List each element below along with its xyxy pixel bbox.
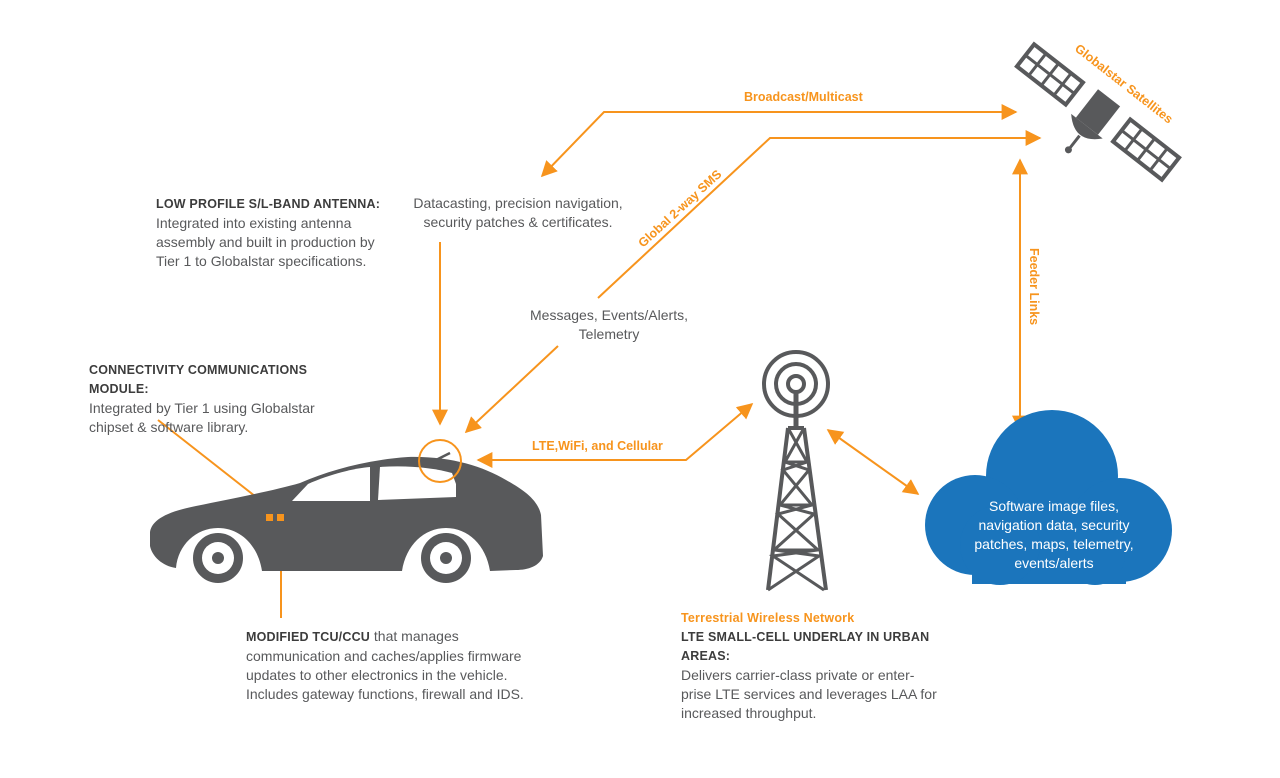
terrestrial-body: Delivers carrier-class private or enter-… (681, 667, 937, 721)
messages-arrow (464, 345, 559, 434)
antenna-callout: LOW PROFILE S/L-BAND ANTENNA: Integrated… (156, 195, 392, 271)
broadcast-label: Broadcast/Multicast (744, 90, 863, 104)
tower-cloud-arrow (826, 429, 920, 495)
messages-text: Messages, Events/Alerts, Telemetry (530, 307, 688, 342)
module-marker (266, 514, 273, 521)
sms-line (597, 130, 1042, 299)
sms-label: Global 2-way SMS (636, 167, 725, 250)
module-title: CONNECTIVITY COMMUNICATIONS MODULE: (89, 363, 308, 396)
antenna-title: LOW PROFILE S/L-BAND ANTENNA: (156, 197, 381, 211)
cloud-icon (925, 410, 1172, 585)
tcu-marker (277, 514, 284, 521)
module-body: Integrated by Tier 1 using Globalstar ch… (89, 400, 315, 435)
tcu-callout: MODIFIED TCU/CCU that manages communicat… (246, 627, 546, 704)
satellite-icon (1014, 41, 1182, 183)
lte-arrow (476, 402, 754, 468)
antenna-highlight-circle (418, 439, 462, 483)
car-icon (150, 451, 543, 587)
connector-lines (157, 104, 1042, 618)
broadcast-arrow (540, 104, 1018, 178)
module-callout: CONNECTIVITY COMMUNICATIONS MODULE: Inte… (89, 361, 339, 437)
terrestrial-callout: Terrestrial Wireless Network LTE SMALL-C… (681, 609, 943, 723)
terrestrial-network-label: Terrestrial Wireless Network (681, 611, 855, 625)
feeder-links-label: Feeder Links (1027, 248, 1041, 325)
antenna-body: Integrated into existing antenna assembl… (156, 215, 375, 269)
tcu-title: MODIFIED TCU/CCU (246, 630, 371, 644)
cloud-text: Software image files, navigation data, s… (974, 498, 1134, 571)
lte-wifi-label: LTE,WiFi, and Cellular (532, 439, 663, 453)
terrestrial-title: LTE SMALL-CELL UNDERLAY IN URBAN AREAS: (681, 630, 930, 663)
cell-tower-icon (762, 350, 830, 592)
tcu-body: that manages communication and caches/ap… (246, 628, 524, 702)
datacasting-text: Datacasting, precision navigation, secur… (413, 195, 623, 230)
